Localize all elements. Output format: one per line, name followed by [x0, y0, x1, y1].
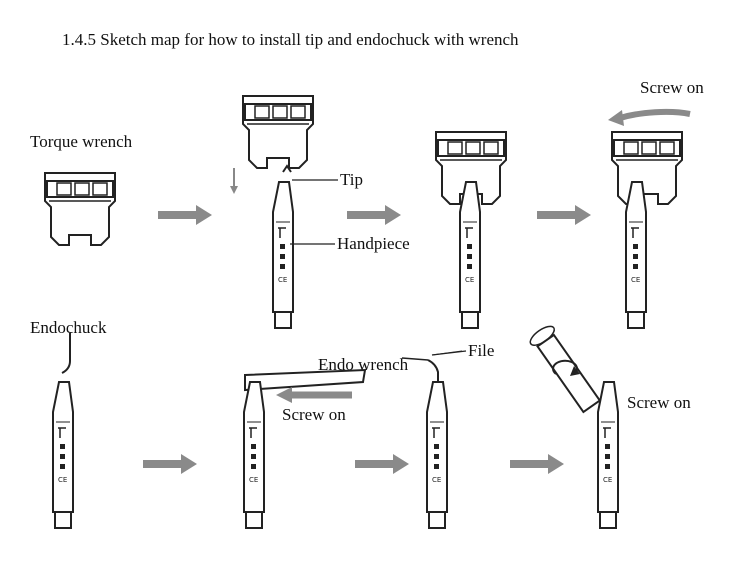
- endochuck-label: Endochuck: [30, 318, 107, 337]
- screw-on-label-bottom: Screw on: [627, 393, 691, 412]
- endo-wrench-label: Endo wrench: [318, 355, 409, 374]
- screw-on-label-middle: Screw on: [282, 405, 346, 424]
- handpiece-label: Handpiece: [337, 234, 410, 253]
- wrench-tip-figure: [230, 95, 314, 329]
- endo-wrench-figure: [243, 368, 367, 529]
- endochuck-figure: [52, 333, 74, 529]
- file-label: File: [468, 341, 495, 360]
- wrench-screw-on-figure: [608, 108, 691, 329]
- page-title: 1.4.5 Sketch map for how to install tip …: [62, 30, 519, 49]
- torque-wrench-label: Torque wrench: [30, 132, 133, 151]
- endo-wrench-screw-on-figure: [529, 325, 619, 529]
- screw-on-label-top: Screw on: [640, 78, 704, 97]
- tip-label: Tip: [340, 170, 364, 189]
